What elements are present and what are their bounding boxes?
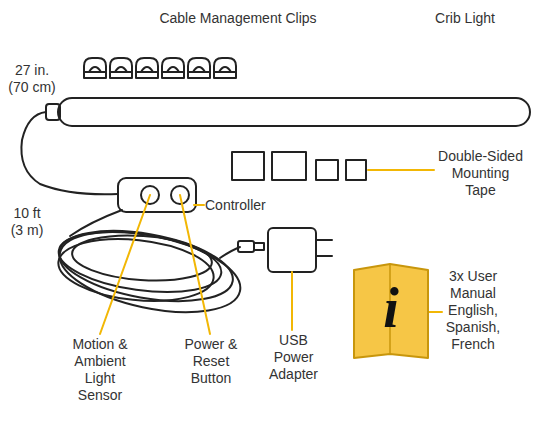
usb-plug bbox=[238, 241, 254, 252]
controller-body bbox=[118, 178, 196, 212]
part-label: Cable Management Clips bbox=[138, 10, 338, 27]
info-symbol: i bbox=[352, 278, 430, 338]
bar-end-cap bbox=[46, 104, 60, 120]
power-adapter bbox=[268, 228, 316, 272]
part-label: Double-Sided Mounting Tape bbox=[436, 148, 525, 199]
manual-booklet-node: i bbox=[352, 262, 430, 362]
part-label: Motion & Ambient Light Sensor bbox=[66, 336, 134, 404]
cable-clips bbox=[84, 58, 236, 78]
part-label: 3x User Manual English, Spanish, French bbox=[440, 268, 506, 353]
part-label: 10 ft (3 m) bbox=[8, 205, 46, 239]
coiled-cable bbox=[53, 210, 248, 326]
part-label: 27 in. (70 cm) bbox=[6, 62, 58, 96]
adapter-prongs bbox=[316, 240, 332, 256]
part-label: USB Power Adapter bbox=[266, 332, 321, 383]
mounting-tape bbox=[232, 152, 366, 180]
part-label: Power & Reset Button bbox=[182, 336, 240, 387]
bar-cable bbox=[21, 112, 118, 194]
crib-light-bar bbox=[58, 98, 530, 126]
part-label: Crib Light bbox=[420, 10, 510, 27]
part-label: Controller bbox=[205, 197, 285, 214]
usb-tip bbox=[254, 243, 264, 250]
